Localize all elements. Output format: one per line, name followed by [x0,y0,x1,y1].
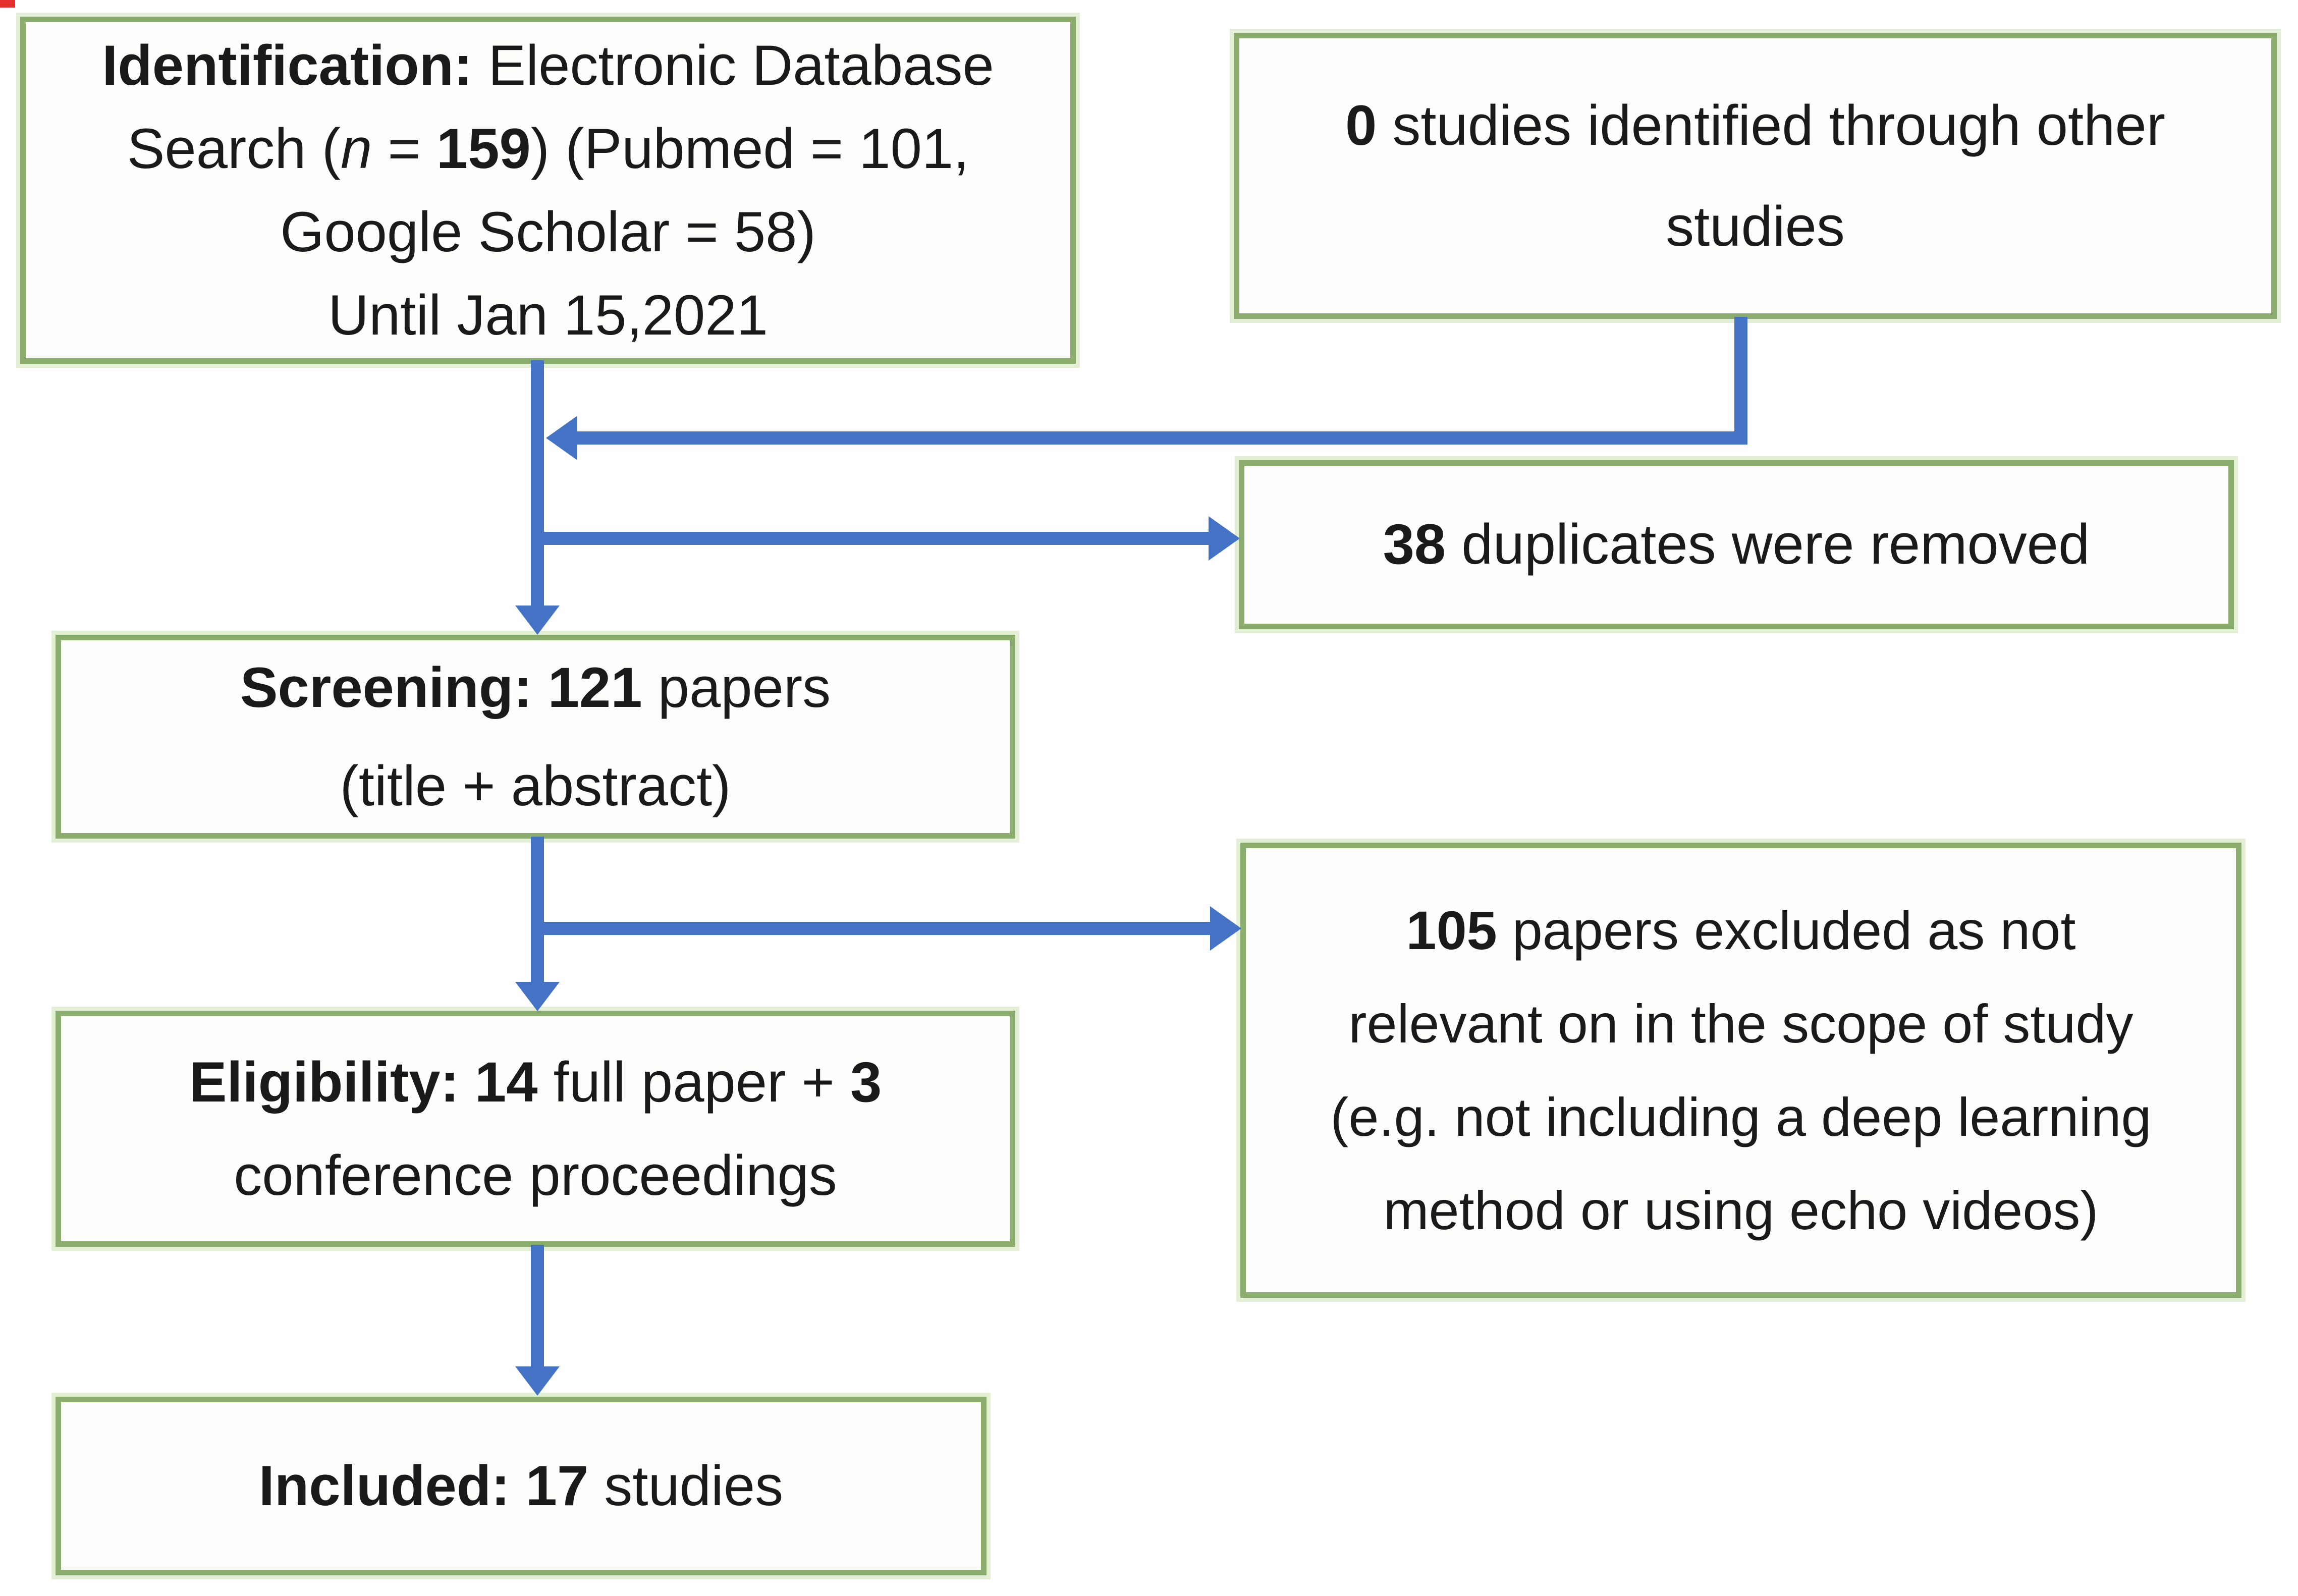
arrow-other-studies-elbow-vertical [1734,317,1747,445]
duplicates-removed-box: 38 duplicates were removed [1239,460,2234,629]
arrow-identification-to-screening [531,360,544,609]
box-text-line: studies [1666,194,1845,258]
arrow-screening-to-eligibility [531,837,544,985]
arrow-other-studies-elbow-horizontal [575,431,1747,445]
other-studies-box: 0 studies identified through other studie… [1234,33,2277,319]
arrow-eligibility-to-included [531,1245,544,1368]
included-box: Included: 17 studies [56,1397,987,1575]
screening-box: Screening: 121 papers (title + abstract) [56,635,1015,839]
box-text-line: Identification: Electronic Database [102,34,994,97]
box-text-line: relevant on in the scope of study [1348,993,2133,1054]
arrow-to-excluded [531,922,1211,935]
arrowhead-right-duplicates-icon [1209,516,1240,561]
box-text-line: (title + abstract) [340,754,731,817]
box-text-line: conference proceedings [234,1144,837,1207]
scan-artifact [0,0,15,8]
box-text-line: (e.g. not including a deep learning [1330,1086,2152,1147]
box-text-line: method or using echo videos) [1383,1180,2099,1241]
box-text-line: Google Scholar = 58) [280,200,816,263]
eligibility-box: Eligibility: 14 full paper + 3 conference… [56,1011,1015,1247]
arrowhead-left-merge-icon [546,416,577,460]
arrow-to-duplicates [531,532,1210,545]
box-text-line: 0 studies identified through other [1345,93,2166,157]
box-text-line: 38 duplicates were removed [1383,513,2090,576]
arrowhead-down-screening-icon [515,606,560,635]
excluded-papers-box: 105 papers excluded as not relevant on in… [1240,843,2241,1298]
box-text-line: Eligibility: 14 full paper + 3 [189,1051,882,1114]
arrowhead-down-included-icon [515,1366,560,1396]
box-text-line: Search (n = 159) (Pubmed = 101, [127,117,969,180]
box-text-line: 105 papers excluded as not [1406,900,2076,961]
box-text-line: Screening: 121 papers [240,656,831,719]
arrowhead-down-eligibility-icon [515,982,560,1011]
box-text-line: Included: 17 studies [258,1454,784,1517]
box-text-line: Until Jan 15,2021 [328,284,768,347]
arrowhead-right-excluded-icon [1210,906,1241,951]
